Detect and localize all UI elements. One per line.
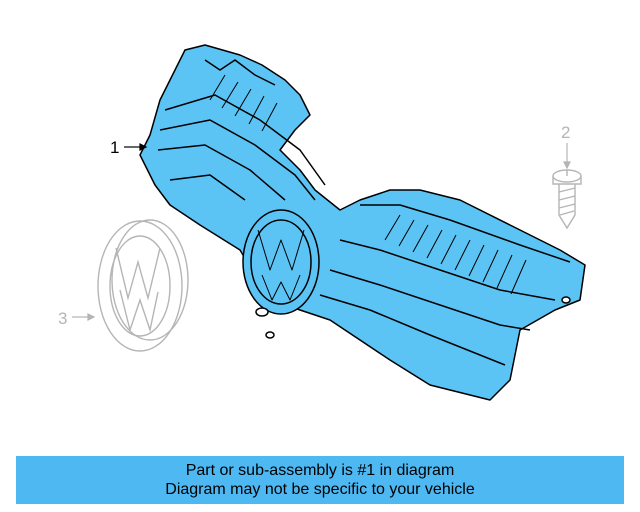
banner-line-1: Part or sub-assembly is #1 in diagram bbox=[185, 462, 455, 479]
callout-arrow-2 bbox=[563, 143, 571, 170]
parts-diagram bbox=[72, 44, 586, 401]
callout-label-3: 3 bbox=[58, 309, 68, 328]
callout-arrow-3 bbox=[72, 313, 96, 321]
callout-arrow-1 bbox=[124, 143, 148, 151]
grille-assembly-icon[interactable] bbox=[139, 44, 586, 401]
banner-line-2: Diagram may not be specific to your vehi… bbox=[165, 481, 475, 498]
info-banner: Part or sub-assembly is #1 in diagram Di… bbox=[16, 456, 624, 504]
callout-label-1: 1 bbox=[110, 138, 120, 157]
emblem-icon[interactable] bbox=[97, 219, 189, 352]
callout-label-2: 2 bbox=[561, 123, 571, 142]
screw-icon[interactable] bbox=[552, 169, 582, 230]
